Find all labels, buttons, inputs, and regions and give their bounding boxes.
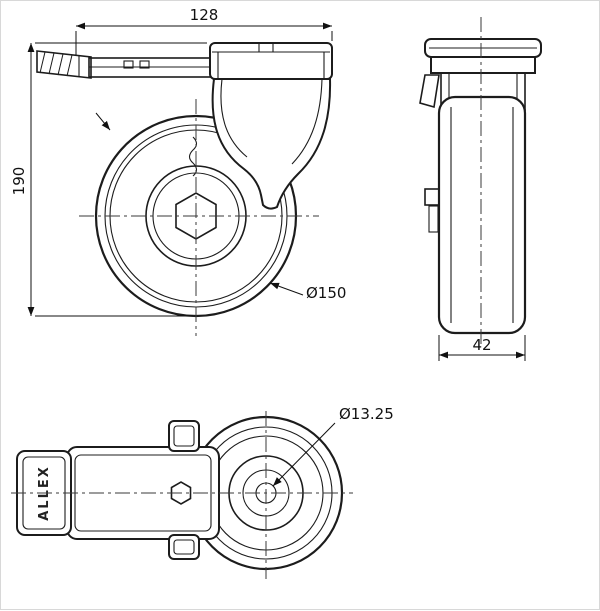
pedal-hatch-1: [39, 51, 46, 74]
dim-label-overall-height: 190: [10, 167, 28, 196]
side-wheel-profile: [437, 95, 527, 335]
dim-wheel-width: 42: [438, 335, 526, 361]
side-brake-lever: [419, 74, 440, 109]
side-axle-nut: [424, 188, 440, 206]
plan-hex-detail: [170, 481, 192, 505]
plan-stud-bottom: [168, 534, 200, 560]
swivel-fork: [211, 78, 332, 210]
pedal-hatch-4: [66, 54, 73, 77]
side-mounting-plate: [430, 56, 536, 74]
plate-detail-1: [123, 60, 134, 69]
side-view: 42: [419, 17, 542, 361]
dim-overall-height: 190: [10, 42, 207, 317]
dim-label-center-hole: Ø13.25: [339, 405, 394, 423]
side-axle-bolt: [428, 205, 439, 233]
fork-inner-edge-right: [291, 78, 323, 165]
dim-wheel-diameter: Ø150: [269, 282, 346, 302]
wheel-marking-squiggle: [188, 136, 198, 177]
front-view: 128 190 Ø150: [10, 6, 346, 336]
dia1325-leader: [272, 422, 336, 487]
plan-stud-bottom-inner: [173, 539, 195, 555]
fork-inner-edge-left: [220, 78, 248, 158]
pedal-hatch-2: [48, 52, 55, 75]
brake-pedal-front: [36, 50, 92, 79]
wheel-annotation-arrow: [95, 112, 111, 131]
dim-label-top-width: 128: [190, 6, 219, 24]
plan-stud-top-inner: [173, 425, 195, 447]
plan-view: ALLEX Ø13.25: [11, 405, 394, 579]
plan-stud-top: [168, 420, 200, 452]
dim-center-hole: Ø13.25: [272, 405, 394, 487]
plate-detail-2: [139, 60, 150, 69]
dim-label-wheel-width: 42: [472, 336, 491, 354]
dim-top-width: 128: [75, 6, 333, 55]
swivel-head-block: [209, 42, 333, 80]
dia150-leader: [269, 282, 304, 296]
dim-label-wheel-diameter: Ø150: [306, 284, 346, 302]
pedal-hatch-3: [57, 53, 64, 76]
